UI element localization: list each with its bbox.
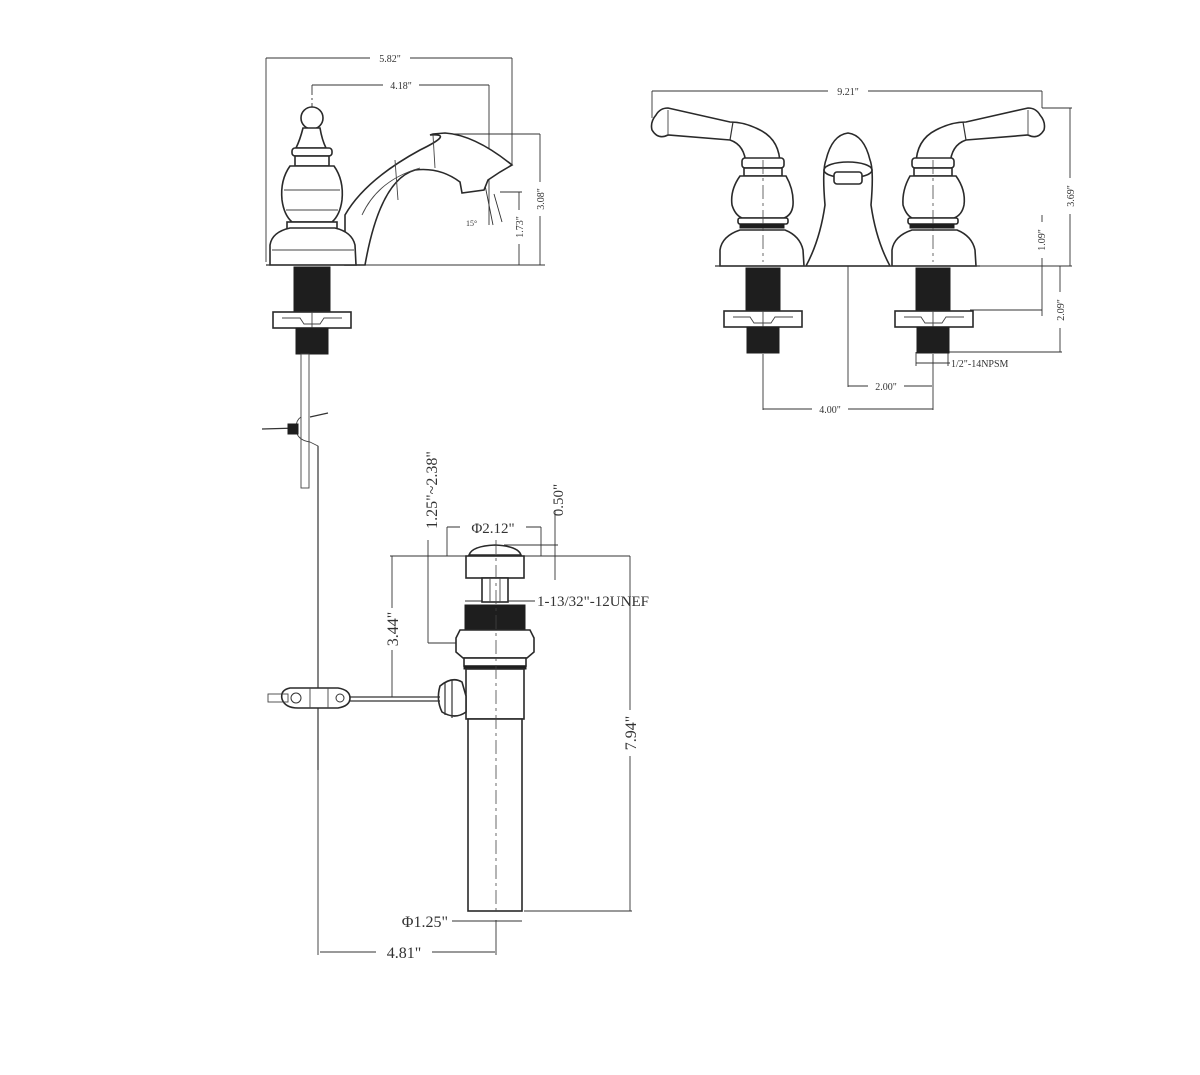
dim-front-center-spacing: 4.00"	[762, 354, 934, 416]
label-side-spout-angle: 15°	[466, 219, 477, 228]
dim-front-shank-thread: 1/2"-14NPSM	[915, 352, 1009, 370]
side-faucet-body	[266, 106, 514, 266]
front-center-spout	[804, 132, 892, 267]
side-shank	[272, 266, 352, 355]
dim-front-overall-height: 3.69"	[980, 107, 1077, 267]
label-drain-total-length: 7.94"	[623, 716, 640, 751]
front-right-shank	[894, 267, 974, 354]
drain-pivot-rod	[267, 678, 467, 718]
dim-drain-pivot-height: 3.44"	[384, 556, 402, 697]
label-front-shank-length: 2.09"	[1056, 299, 1067, 321]
dim-drain-flange-height: 0.50"	[504, 484, 567, 580]
dim-drain-lift-rod-offset: 4.81"	[317, 770, 497, 962]
dim-side-overall-height: 3.08"	[360, 133, 547, 266]
front-view: 9.21" 3.69" 1.09" 2.09" 1	[650, 85, 1077, 416]
label-side-overall-height: 3.08"	[536, 188, 547, 210]
label-side-overall-width: 5.82"	[379, 54, 401, 65]
label-front-half-center: 2.00"	[875, 382, 897, 393]
label-front-deck-height: 1.09"	[1037, 229, 1048, 251]
label-front-overall-height: 3.69"	[1066, 185, 1077, 207]
front-left-handle	[650, 107, 805, 267]
label-drain-body-thread: 1-13/32"-12UNEF	[537, 594, 649, 610]
dim-front-shank-length: 2.09"	[947, 266, 1067, 353]
dim-side-overall-width: 5.82"	[265, 52, 513, 262]
label-front-shank-thread: 1/2"-14NPSM	[951, 359, 1009, 370]
dim-side-spout-height: 1.73"	[500, 191, 526, 265]
label-side-spout-height: 1.73"	[515, 216, 526, 238]
label-front-center-spacing: 4.00"	[819, 405, 841, 416]
dim-drain-total-length: 7.94"	[524, 556, 640, 912]
dim-front-deck-height: 1.09"	[1035, 215, 1049, 316]
dim-drain-flange-diameter: Φ2.12"	[446, 518, 542, 556]
dim-drain-tailpiece-diameter: Φ1.25"	[402, 914, 522, 931]
label-front-overall-width: 9.21"	[837, 87, 859, 98]
front-right-handle	[891, 107, 1046, 267]
label-drain-pivot-height: 3.44"	[385, 612, 402, 647]
label-drain-flange-height: 0.50"	[551, 484, 567, 516]
label-drain-lift-rod-offset: 4.81"	[387, 945, 422, 962]
side-view: 5.82" 4.18" 3.08" 1.73" 1	[261, 52, 547, 770]
label-drain-flange-diameter: Φ2.12"	[471, 521, 514, 537]
label-side-spout-reach: 4.18"	[390, 81, 412, 92]
front-left-shank	[723, 267, 803, 354]
dim-front-overall-width: 9.21"	[651, 85, 1043, 118]
label-drain-tailpiece-diameter: Φ1.25"	[402, 914, 448, 931]
side-lift-rod	[261, 353, 329, 770]
label-drain-adjustable-range: 1.25"~2.38"	[424, 451, 441, 529]
dim-drain-adjustable-range: 1.25"~2.38"	[424, 451, 460, 644]
drain-assembly	[455, 540, 535, 915]
drain-view: 1.25"~2.38" Φ2.12" 0.50" 1-13/32"-12UNEF…	[267, 451, 649, 962]
